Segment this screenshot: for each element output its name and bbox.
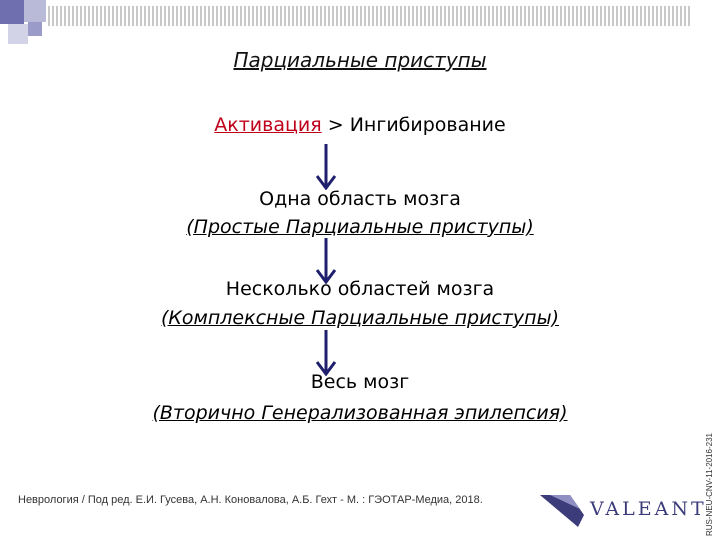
step-detail: (Простые Парциальные приступы) <box>186 216 534 238</box>
decor-square <box>24 0 46 22</box>
logo-wordmark: VALEANT <box>590 498 707 520</box>
decor-square <box>8 24 28 44</box>
source-citation: Неврология / Под ред. Е.И. Гусева, А.Н. … <box>18 494 483 506</box>
comparison-operator: > <box>321 114 350 136</box>
inhibition-label: Ингибирование <box>349 114 506 136</box>
step-label: Одна область мозга <box>259 188 461 210</box>
down-arrow-icon <box>316 330 336 376</box>
header-stripe-bar <box>48 6 690 26</box>
step-detail: (Вторично Генерализованная эпилепсия) <box>152 402 568 424</box>
decor-square <box>28 22 42 36</box>
document-code: RUS-NEU-CNV-11-2016-231 <box>705 433 714 536</box>
slide-title: Парциальные приступы <box>233 48 487 72</box>
valeant-logo-icon <box>540 495 584 527</box>
headline: Активация > Ингибирование <box>0 114 720 136</box>
step-label: Несколько областей мозга <box>225 278 495 300</box>
step-detail: (Комплексные Парциальные приступы) <box>160 307 560 329</box>
activation-label: Активация <box>214 114 322 136</box>
down-arrow-icon <box>316 238 336 284</box>
down-arrow-icon <box>316 144 336 190</box>
step-label: Весь мозг <box>310 371 410 393</box>
decor-square <box>0 0 24 24</box>
